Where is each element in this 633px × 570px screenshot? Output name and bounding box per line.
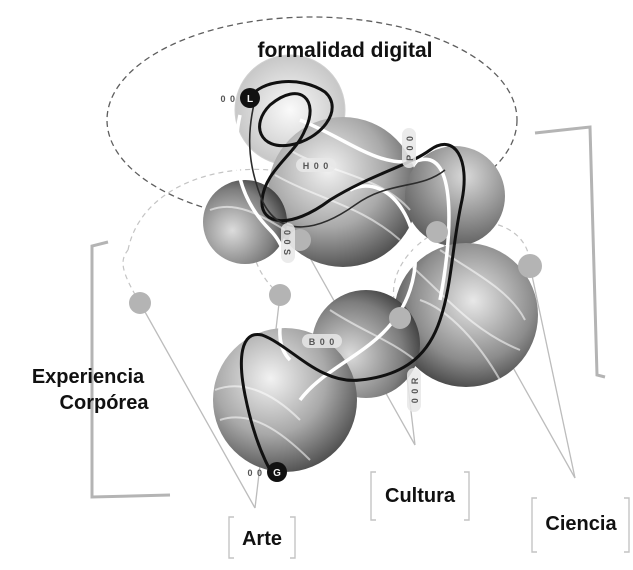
node-b-label: B 0 0	[309, 337, 336, 347]
bracket-ciencia-right	[624, 498, 629, 552]
dot-5	[426, 221, 448, 243]
label-corporea: Corpórea	[60, 392, 150, 414]
node-l-label: L	[247, 94, 253, 105]
node-h: H 0 0	[296, 158, 336, 172]
label-experiencia: Experiencia	[32, 366, 145, 388]
node-g-code: 0 0	[247, 468, 263, 478]
bracket-arte-right	[290, 517, 295, 558]
label-cultura: Cultura	[385, 485, 456, 507]
bracket-arte-left	[229, 517, 234, 558]
dot-4	[389, 307, 411, 329]
dot-2	[269, 284, 291, 306]
node-b: B 0 0	[302, 334, 342, 348]
bracket-cultura-left	[371, 472, 376, 520]
label-ciencia: Ciencia	[545, 513, 617, 535]
node-p-code: P 0 0	[405, 135, 415, 161]
dot-6	[518, 254, 542, 278]
node-g-label: G	[273, 468, 281, 479]
title-formalidad-digital: formalidad digital	[257, 39, 432, 62]
node-b-code: 0 0	[320, 337, 336, 347]
dot-1	[129, 292, 151, 314]
node-h-code: H 0 0	[303, 161, 330, 171]
photo-circles	[203, 55, 538, 472]
bracket-cultura-right	[464, 472, 469, 520]
node-r: 0 0 R	[407, 368, 421, 412]
node-s: 0 0 S	[281, 223, 295, 263]
node-b-letter: B	[309, 337, 317, 347]
node-r-code: 0 0 R	[410, 377, 420, 404]
label-arte: Arte	[242, 528, 282, 550]
node-p: P 0 0	[402, 128, 416, 168]
bracket-ciencia-left	[532, 498, 537, 552]
connector-ciencia-2	[530, 266, 575, 478]
node-l-code: 0 0	[220, 94, 236, 104]
node-s-code: 0 0 S	[282, 230, 292, 256]
